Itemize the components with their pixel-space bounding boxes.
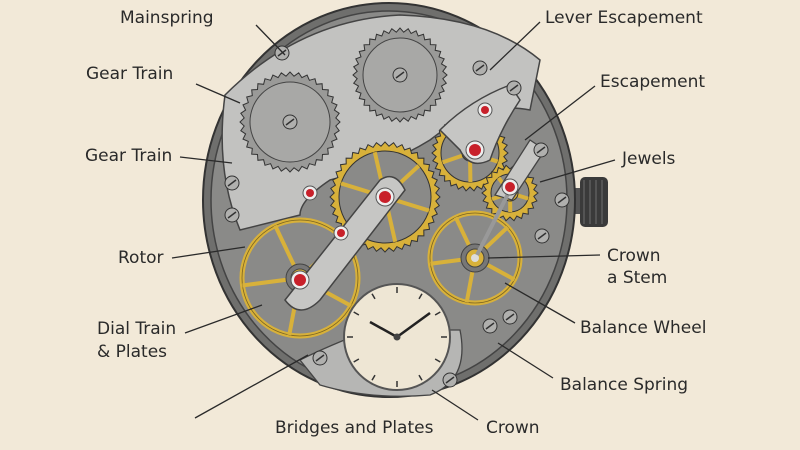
dial-tick bbox=[418, 374, 423, 381]
label-mainspring: Mainspring bbox=[120, 8, 214, 28]
label-dial-train-line2: & Plates bbox=[97, 342, 167, 362]
screw-icon bbox=[224, 175, 240, 191]
label-lever-escapement: Lever Escapement bbox=[545, 8, 703, 28]
train-bridge bbox=[284, 175, 406, 311]
dial-tick bbox=[353, 358, 360, 363]
screw-icon bbox=[282, 114, 298, 130]
label-balance-spring: Balance Spring bbox=[560, 375, 688, 395]
screw-icon bbox=[482, 318, 498, 334]
dial-tick bbox=[371, 374, 376, 381]
dial-tick bbox=[371, 293, 376, 300]
screw-icon bbox=[534, 228, 550, 244]
minute-hand bbox=[396, 311, 431, 339]
jewel-icon bbox=[477, 102, 493, 118]
jewel-icon bbox=[333, 225, 349, 241]
screw-icon bbox=[506, 80, 522, 96]
label-dial-train-line1: Dial Train bbox=[97, 319, 176, 339]
label-jewels: Jewels bbox=[621, 149, 676, 169]
label-crown-stem-line2: a Stem bbox=[607, 268, 667, 288]
screw-icon bbox=[472, 60, 488, 76]
label-crown: Crown bbox=[486, 418, 540, 438]
screw-icon bbox=[502, 309, 518, 325]
hour-hand bbox=[369, 320, 398, 339]
label-bridges-and-plates: Bridges and Plates bbox=[275, 418, 434, 438]
dial-tick bbox=[353, 311, 360, 316]
jewel-icon bbox=[302, 185, 318, 201]
sub-dial bbox=[343, 283, 451, 391]
jewel-icon bbox=[290, 270, 310, 290]
escapement-bridge bbox=[438, 84, 521, 165]
leader-lines bbox=[171, 21, 616, 421]
dial-tick bbox=[418, 293, 423, 300]
screw-icon bbox=[274, 45, 290, 61]
jewel-icon bbox=[375, 187, 395, 207]
label-balance-wheel: Balance Wheel bbox=[580, 318, 706, 338]
label-gear-train-1: Gear Train bbox=[86, 64, 173, 84]
label-gear-train-2: Gear Train bbox=[85, 146, 172, 166]
screw-icon bbox=[554, 192, 570, 208]
balance-arm bbox=[475, 189, 512, 256]
label-escapement: Escapement bbox=[600, 72, 705, 92]
dial-tick bbox=[434, 311, 441, 316]
screw-icon bbox=[392, 67, 408, 83]
balance-wheel bbox=[427, 210, 523, 306]
screw-icon bbox=[442, 372, 458, 388]
screw-icon bbox=[312, 350, 328, 366]
jewel-icon bbox=[501, 178, 519, 196]
screw-icon bbox=[224, 207, 240, 223]
label-crown-stem-line1: Crown bbox=[607, 246, 661, 266]
screw-icon bbox=[533, 142, 549, 158]
dial-tick bbox=[434, 358, 441, 363]
label-rotor: Rotor bbox=[118, 248, 164, 268]
jewel-icon bbox=[465, 140, 485, 160]
